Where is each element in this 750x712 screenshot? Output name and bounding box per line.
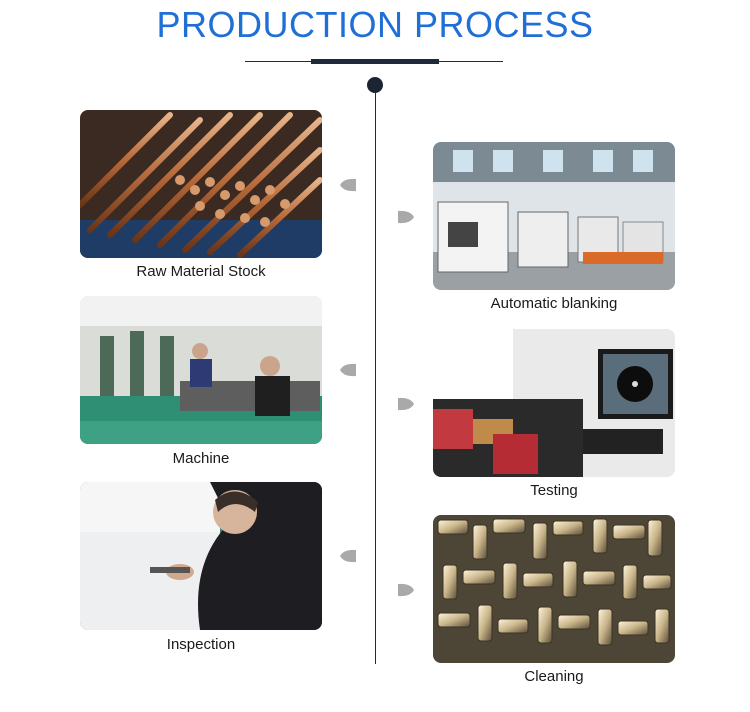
step-image-inspection <box>80 482 322 630</box>
step-image-raw-material <box>80 110 322 258</box>
timeline-line <box>375 92 376 664</box>
step-caption-raw-material: Raw Material Stock <box>136 263 266 280</box>
step-caption-automatic-blanking: Automatic blanking <box>490 295 618 312</box>
step-image-cleaning <box>433 515 675 663</box>
step-caption-machine: Machine <box>172 450 230 467</box>
step-caption-testing: Testing <box>530 482 578 499</box>
step-image-machine <box>80 296 322 444</box>
timeline-start-dot <box>367 77 383 93</box>
page-title: PRODUCTION PROCESS <box>156 4 594 45</box>
step-image-testing <box>433 329 675 477</box>
step-image-automatic-blanking <box>433 142 675 290</box>
title-underline-accent <box>311 59 439 64</box>
step-caption-inspection: Inspection <box>166 636 236 653</box>
step-caption-cleaning: Cleaning <box>524 668 584 685</box>
